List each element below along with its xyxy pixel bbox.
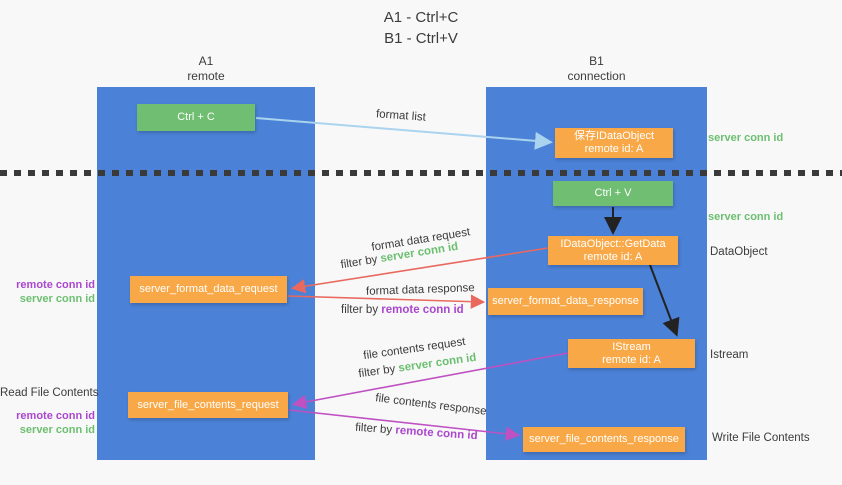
istream-side-label: Istream — [710, 349, 749, 361]
title-line-1: A1 - Ctrl+C — [383, 9, 459, 26]
file-response-label: server_file_contents_response — [529, 433, 679, 445]
file-contents-response-label: file contents response — [374, 392, 488, 418]
lane-a1-name: A1 — [198, 54, 214, 68]
getdata-line2: remote id: A — [583, 250, 643, 263]
format-response-label: server_format_data_response — [492, 295, 639, 307]
dotted-separator-line — [0, 170, 842, 176]
dataobject-label: DataObject — [710, 246, 768, 258]
lane-a1-subtitle: remote — [187, 69, 225, 83]
ctrl-v-node: Ctrl + V — [553, 181, 673, 206]
filter-by-text: filter by — [354, 421, 396, 437]
format-list-label: format list — [375, 108, 427, 124]
remote-conn-id-text: remote conn id — [381, 304, 464, 316]
right-server-conn-id-top-label: server conn id — [708, 132, 784, 144]
server-file-contents-request-node: server_file_contents_request — [128, 392, 288, 418]
filter-by-text: filter by — [339, 253, 382, 272]
write-file-contents-label: Write File Contents — [712, 432, 810, 444]
istream-line1: IStream — [612, 340, 651, 353]
getdata-line1: IDataObject::GetData — [560, 237, 666, 250]
diagram-title: A1 - Ctrl+C B1 - Ctrl+V — [0, 7, 842, 49]
left-remote-conn-id-top-label: remote conn id — [16, 279, 95, 291]
left-conn-id-group-top: remote conn id server conn id — [0, 278, 95, 306]
read-file-contents-label: Read File Contents — [0, 387, 99, 399]
save-idataobject-line2: remote id: A — [584, 143, 644, 155]
save-idataobject-line1: 保存IDataObject — [573, 130, 655, 142]
ctrl-c-node: Ctrl + C — [137, 104, 255, 131]
remote-conn-id-text: remote conn id — [394, 424, 478, 443]
left-conn-id-group-bottom: remote conn id server conn id — [0, 409, 95, 437]
left-server-conn-id-bottom-label: server conn id — [19, 424, 95, 436]
server-format-data-request-node: server_format_data_request — [130, 276, 287, 303]
idataobject-getdata-node: IDataObject::GetData remote id: A — [548, 236, 678, 265]
istream-line2: remote id: A — [602, 353, 661, 366]
format-request-label: server_format_data_request — [139, 283, 278, 295]
file-request-label: server_file_contents_request — [137, 398, 279, 411]
filter-by-text: filter by — [357, 362, 400, 381]
lane-a1-header: A1 remote — [97, 54, 315, 84]
lane-b1-name: B1 — [589, 54, 604, 68]
format-data-response-label: format data response — [365, 282, 475, 298]
server-format-data-response-node: server_format_data_response — [488, 288, 643, 315]
left-remote-conn-id-bottom-label: remote conn id — [16, 410, 95, 422]
server-file-contents-response-node: server_file_contents_response — [523, 427, 685, 452]
istream-node: IStream remote id: A — [568, 339, 695, 368]
lane-b1-subtitle: connection — [567, 69, 626, 83]
format-response-filter-label: filter by remote conn id — [341, 304, 464, 316]
ctrl-c-label: Ctrl + C — [177, 111, 215, 123]
save-idataobject-node: 保存IDataObject remote id: A — [555, 128, 673, 158]
file-response-filter-label: filter by remote conn id — [355, 422, 478, 443]
ctrl-v-label: Ctrl + V — [594, 187, 632, 199]
filter-by-text: filter by — [341, 304, 382, 316]
right-server-conn-id-mid-label: server conn id — [708, 211, 784, 223]
lane-b1-header: B1 connection — [486, 54, 707, 84]
left-server-conn-id-top-label: server conn id — [19, 293, 95, 305]
title-line-2: B1 - Ctrl+V — [384, 30, 458, 47]
